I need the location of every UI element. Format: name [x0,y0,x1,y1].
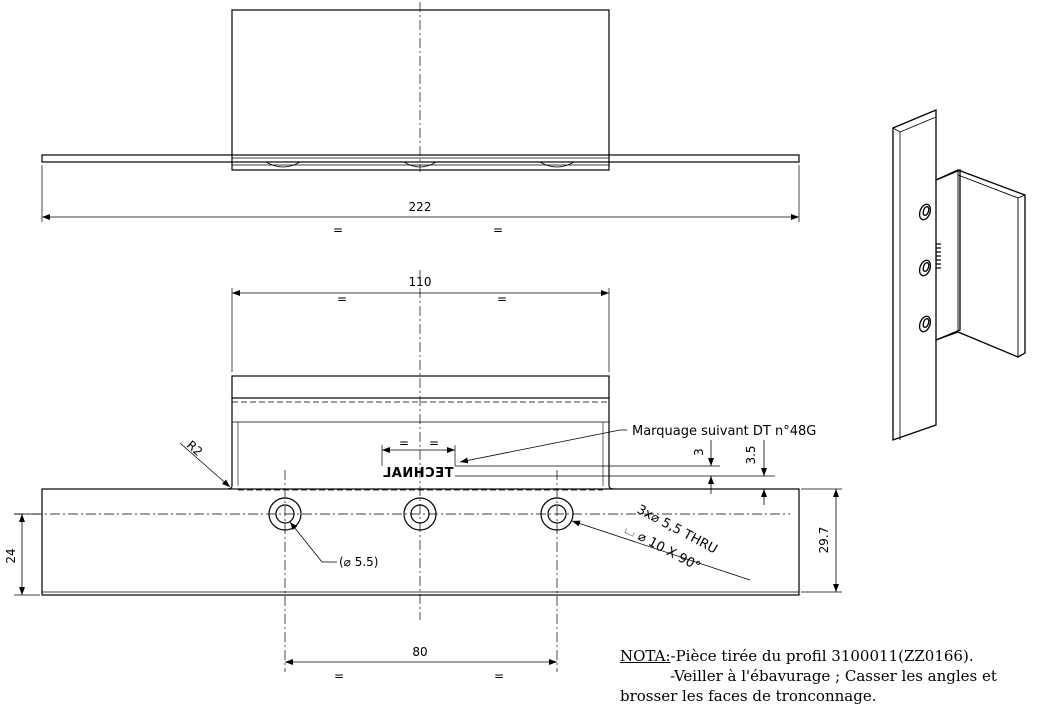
hole-callout-text: (⌀ 5.5) [339,555,379,569]
top-view-upright [231,9,610,171]
equal-mark: = [337,292,347,306]
equal-mark: = [399,436,409,450]
hole-1 [268,497,302,531]
hole-3 [540,497,574,531]
isometric-view [892,109,1026,441]
dim-222-text: 222 [409,200,432,214]
radius-leader [179,442,231,488]
hole-leader-left [289,521,337,563]
note-line-1: -Pièce tirée du profil 3100011(ZZ0166). [670,647,974,665]
dim-80-text: 80 [412,645,427,659]
equal-mark: = [333,223,343,237]
hole-spec-leader [571,520,751,581]
dim-3-5-text: 3.5 [744,445,758,464]
front-view [14,270,842,672]
radius-label: R2 [184,438,205,459]
equal-mark: = [493,223,503,237]
base-plate [41,488,800,596]
iso-engraving [936,243,941,269]
equal-mark: = [334,669,344,683]
marking-leader [459,429,621,464]
note-label: NOTA: [620,647,671,665]
marking-callout-text: Marquage suivant DT n°48G [632,424,816,439]
iso-base-plate [892,109,961,441]
note-line-2: -Veiller à l'ébavurage ; Casser les angl… [670,667,997,685]
note-block: NOTA:-Pièce tirée du profil 3100011(ZZ01… [620,646,1040,706]
dim-24-text: 24 [4,548,18,563]
dim-110-text: 110 [409,275,432,289]
equal-mark: = [494,669,504,683]
iso-upright [935,169,1026,358]
equal-mark: = [429,436,439,450]
upright-top-band [231,375,610,399]
dim-29-7-text: 29.7 [817,527,831,554]
dim-3-text: 3 [692,448,706,456]
iso-hole-2 [918,259,932,277]
equal-mark: = [497,292,507,306]
hole-2 [403,497,437,531]
note-line-3: brosser les faces de tronconnage. [620,687,877,705]
iso-hole-1 [918,203,932,221]
top-view [41,2,800,222]
top-view-hole-3 [539,161,575,168]
top-view-flange [41,154,800,163]
engraving-mark: TECHNAL [383,466,454,481]
iso-hole-3 [918,315,932,333]
top-view-hole-1 [265,161,301,168]
